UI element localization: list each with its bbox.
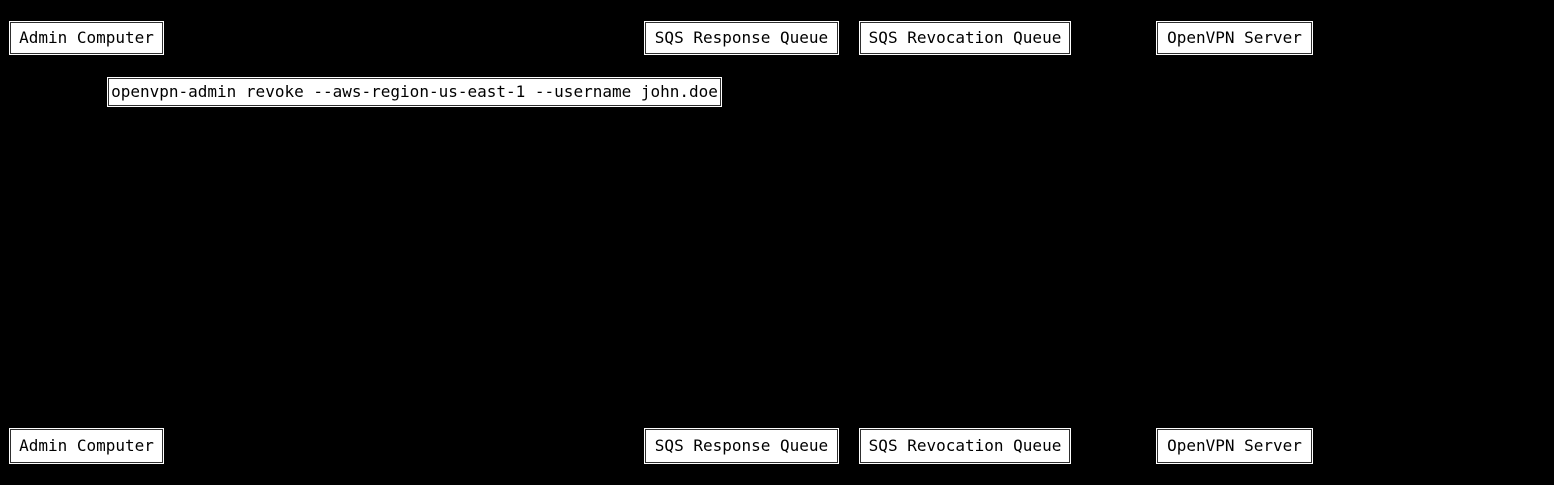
message-label-revoke-command: openvpn-admin revoke --aws-region-us-eas… <box>108 78 721 106</box>
participant-box-admin-computer-bottom: Admin Computer <box>10 429 163 463</box>
participant-box-openvpn-server-bottom: OpenVPN Server <box>1157 429 1312 463</box>
participant-box-sqs-revocation-queue-bottom: SQS Revocation Queue <box>860 429 1070 463</box>
participant-box-admin-computer-top: Admin Computer <box>10 22 163 54</box>
participant-box-sqs-response-queue-top: SQS Response Queue <box>645 22 838 54</box>
participant-box-sqs-response-queue-bottom: SQS Response Queue <box>645 429 838 463</box>
participant-box-sqs-revocation-queue-top: SQS Revocation Queue <box>860 22 1070 54</box>
participant-box-openvpn-server-top: OpenVPN Server <box>1157 22 1312 54</box>
